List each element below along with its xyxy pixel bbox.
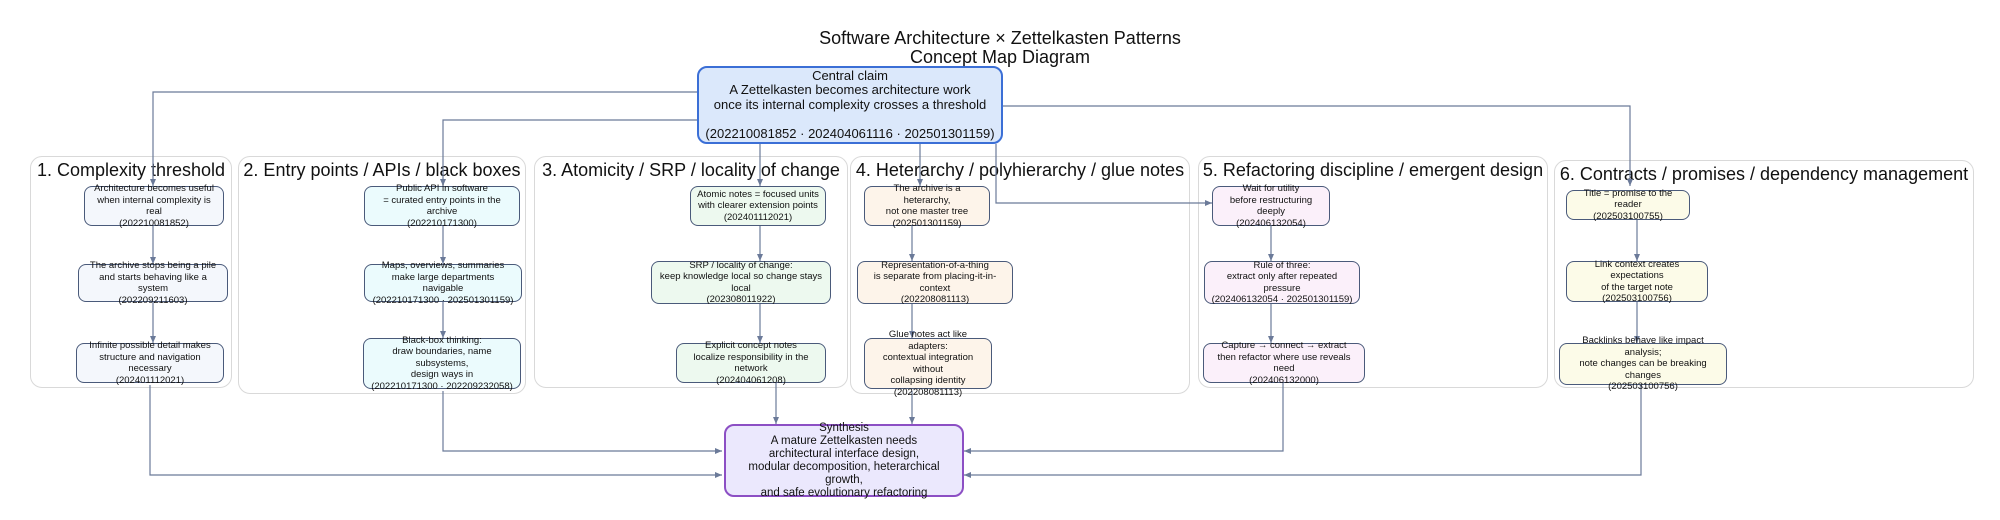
- cluster-label: 4. Heterarchy / polyhierarchy / glue not…: [855, 160, 1185, 180]
- cluster-label: 6. Contracts / promises / dependency man…: [1559, 164, 1969, 184]
- node-atomicity-1: Atomic notes = focused units with cleare…: [690, 186, 826, 226]
- node-refactoring-2: Rule of three: extract only after repeat…: [1204, 260, 1360, 305]
- diagram-title-line1: Software Architecture × Zettelkasten Pat…: [819, 28, 1181, 48]
- node-complexity-3: Infinite possible detail makes structure…: [76, 340, 224, 386]
- edge-c6-to-synth: [964, 385, 1642, 478]
- cluster-label: 3. Atomicity / SRP / locality of change: [542, 160, 840, 180]
- cluster-label: 1. Complexity threshold: [36, 160, 226, 180]
- node-refactoring-1: Wait for utility before restructuring de…: [1212, 183, 1330, 229]
- node-refactoring-3: Capture → connect → extract then refacto…: [1203, 340, 1365, 386]
- cluster-label: 5. Refactoring discipline / emergent des…: [1202, 160, 1544, 180]
- edge-c2-to-synth: [442, 391, 722, 454]
- node-atomicity-2: SRP / locality of change: keep knowledge…: [651, 260, 831, 305]
- node-complexity-1: Architecture becomes useful when interna…: [84, 183, 224, 229]
- node-entry-2: Maps, overviews, summaries make large de…: [364, 260, 522, 306]
- node-complexity-2: The archive stops being a pile and start…: [78, 260, 228, 306]
- node-entry-1: Public API in software = curated entry p…: [364, 183, 520, 229]
- node-contracts-3: Backlinks behave like impact analysis; n…: [1559, 335, 1727, 392]
- node-heterarchy-1: The archive is a heterarchy, not one mas…: [864, 183, 990, 229]
- synthesis-node: Synthesis A mature Zettelkasten needs ar…: [724, 422, 964, 499]
- diagram-title-line2: Concept Map Diagram: [909, 47, 1091, 67]
- edge-c1-to-synth: [149, 385, 722, 478]
- node-entry-3: Black-box thinking: draw boundaries, nam…: [363, 335, 521, 392]
- central-claim-node: Central claim A Zettelkasten becomes arc…: [697, 66, 1003, 144]
- cluster-label: 2. Entry points / APIs / black boxes: [243, 160, 521, 180]
- node-contracts-1: Title = promise to the reader (202503100…: [1566, 188, 1690, 222]
- node-atomicity-3: Explicit concept notes localize responsi…: [676, 340, 826, 386]
- node-heterarchy-2: Representation-of-a-thing is separate fr…: [857, 260, 1013, 305]
- node-heterarchy-3: Glue notes act like adapters: contextual…: [864, 329, 992, 398]
- node-contracts-2: Link context creates expectations of the…: [1566, 259, 1708, 304]
